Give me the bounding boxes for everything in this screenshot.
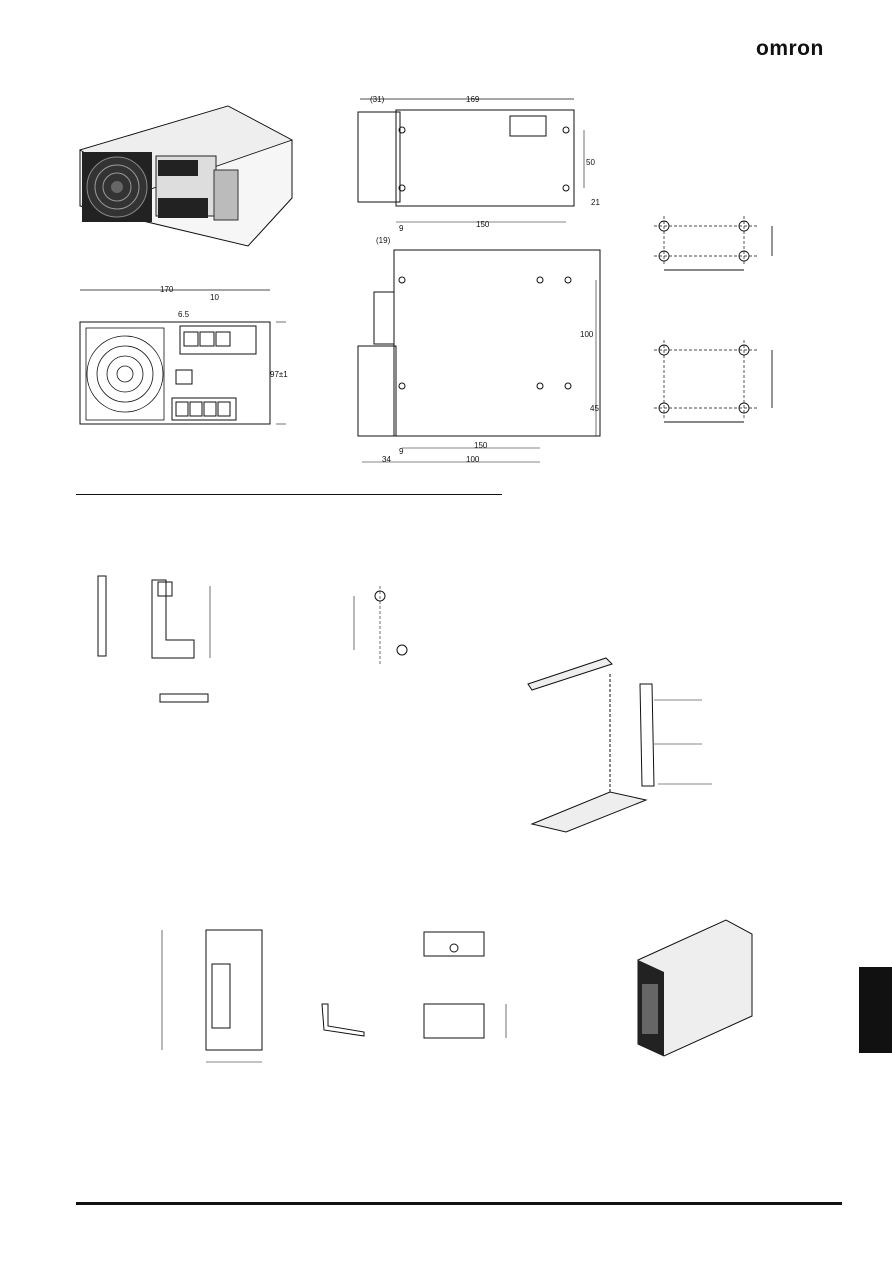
rear-view-drawing [79, 289, 286, 425]
bottom-front-view [161, 929, 263, 1063]
side-bottom-dim2: 100 [466, 455, 480, 464]
side-view-drawing [357, 249, 601, 463]
side-height-dim: 100 [580, 330, 594, 339]
bottom-side-views [423, 931, 507, 1039]
brand-logo: omron [756, 37, 824, 60]
top-bottom-dim: 150 [476, 220, 490, 229]
top-small-dim: 21 [591, 198, 600, 207]
top-view-drawing [357, 98, 585, 223]
rear-width-dim: 170 [160, 285, 174, 294]
top-left-dim: (31) [370, 95, 385, 104]
rear-top-dim: 10 [210, 293, 219, 302]
bracket-drawings [97, 575, 408, 703]
product-photo-fan [79, 105, 293, 247]
side-bottom-dim1: 150 [474, 441, 488, 450]
din-rail-illustration [527, 657, 712, 833]
side-sub-dim: 45 [590, 404, 599, 413]
bottom-bracket-drawing [321, 1003, 365, 1037]
top-width-dim: 169 [466, 95, 480, 104]
top-right-dim: 50 [586, 158, 595, 167]
footer-rule [76, 1202, 842, 1205]
section-divider [76, 494, 502, 495]
bottom-product-photo [637, 919, 753, 1057]
rear-height-dim: 97±1 [270, 370, 288, 379]
rear-left-dim: 6.5 [178, 310, 190, 319]
top-corner-dim: 9 [399, 224, 404, 233]
side-left-dim2: 34 [382, 455, 391, 464]
side-left-dim1: 9 [399, 447, 404, 456]
mounting-holes-drawing [654, 216, 773, 423]
section-tab [859, 967, 892, 1053]
side-top-dim: (19) [376, 236, 391, 245]
